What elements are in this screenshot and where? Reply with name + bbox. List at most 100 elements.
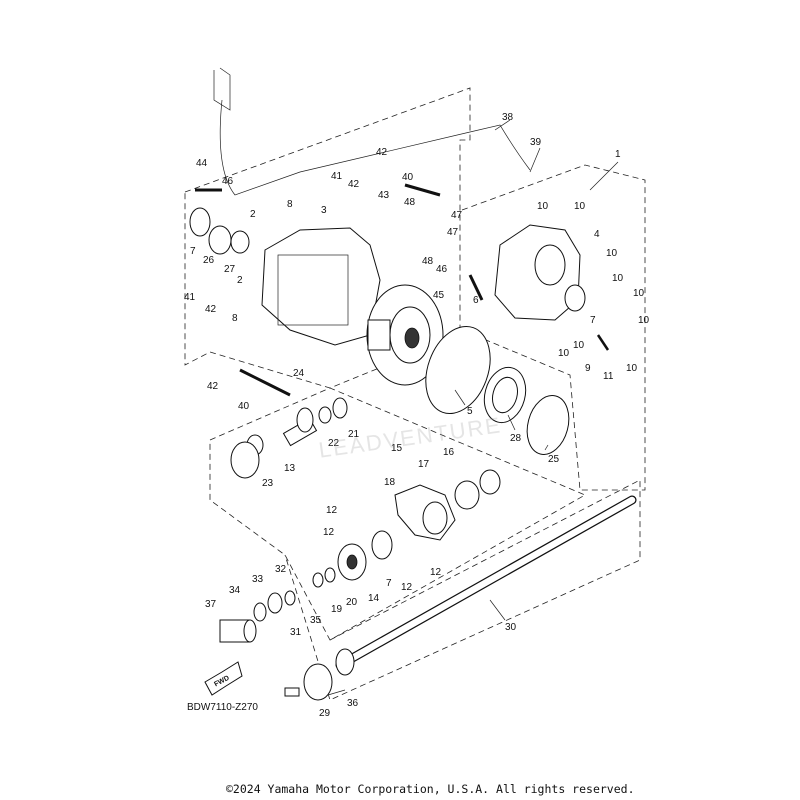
part-label: 12 bbox=[323, 527, 335, 538]
part-label: 10 bbox=[573, 340, 585, 351]
part-label: 7 bbox=[386, 578, 392, 589]
part-label: 42 bbox=[207, 381, 219, 392]
part-label: 8 bbox=[232, 313, 238, 324]
part-label: 4 bbox=[594, 229, 600, 240]
part-labels: 1 2 2 3 4 5 6 7 7 7 8 8 9 10 10 10 10 10… bbox=[184, 112, 650, 719]
part-label: 2 bbox=[237, 275, 243, 286]
part-label: 46 bbox=[222, 176, 234, 187]
part-label: 12 bbox=[430, 567, 442, 578]
part-label: 10 bbox=[633, 288, 645, 299]
seal-27 bbox=[230, 230, 250, 254]
part-label: 20 bbox=[346, 597, 358, 608]
part-label: 45 bbox=[433, 290, 445, 301]
part-label: 18 bbox=[384, 477, 396, 488]
ring-23 bbox=[230, 441, 260, 479]
part-label: 36 bbox=[347, 698, 359, 709]
part-label: 25 bbox=[548, 454, 560, 465]
coupling-37 bbox=[219, 619, 257, 643]
part-label: 23 bbox=[262, 478, 274, 489]
part-label: 47 bbox=[447, 227, 459, 238]
boot-36 bbox=[303, 663, 333, 701]
cover-bore bbox=[534, 244, 566, 286]
part-label: 7 bbox=[190, 246, 196, 257]
spring-33 bbox=[267, 592, 283, 614]
part-label: 31 bbox=[290, 627, 302, 638]
ring-25 bbox=[526, 395, 570, 455]
ring-19 bbox=[312, 572, 324, 588]
part-label: 13 bbox=[284, 463, 296, 474]
part-label: 12 bbox=[401, 582, 413, 593]
ring-22 bbox=[318, 406, 332, 424]
part-label: 12 bbox=[326, 505, 338, 516]
bushing-21 bbox=[332, 397, 348, 419]
ring-32 bbox=[284, 590, 296, 606]
part-label: 44 bbox=[196, 158, 208, 169]
part-label: 28 bbox=[510, 433, 522, 444]
part-label: 21 bbox=[348, 429, 360, 440]
ring-26 bbox=[208, 225, 232, 255]
coupling-14 bbox=[337, 543, 367, 581]
part-label: 46 bbox=[436, 264, 448, 275]
part-label: 40 bbox=[238, 401, 250, 412]
part-label: 1 bbox=[615, 149, 621, 160]
part-label: 16 bbox=[443, 447, 455, 458]
part-label: 10 bbox=[638, 315, 650, 326]
part-label: 10 bbox=[606, 248, 618, 259]
ring-gear bbox=[366, 284, 444, 386]
part-label: 42 bbox=[348, 179, 360, 190]
part-label: 9 bbox=[585, 363, 591, 374]
part-label: 38 bbox=[502, 112, 514, 123]
part-label: 48 bbox=[422, 256, 434, 267]
part-label: 39 bbox=[530, 137, 542, 148]
part-label: 22 bbox=[328, 438, 340, 449]
part-label: 30 bbox=[505, 622, 517, 633]
part-label: 5 bbox=[467, 406, 473, 417]
part-label: 8 bbox=[287, 199, 293, 210]
part-label: 11 bbox=[603, 371, 614, 382]
part-label: 10 bbox=[626, 363, 638, 374]
part-label: 26 bbox=[203, 255, 215, 266]
part-label: 17 bbox=[418, 459, 430, 470]
part-label: 19 bbox=[331, 604, 343, 615]
fwd-arrow-icon: FWD bbox=[204, 661, 243, 696]
bearing-28 bbox=[483, 366, 527, 424]
part-label: 41 bbox=[331, 171, 343, 182]
seal-16 bbox=[479, 469, 501, 495]
part-label: 32 bbox=[275, 564, 287, 575]
bearing-17 bbox=[454, 480, 480, 510]
part-label: 14 bbox=[368, 593, 380, 604]
part-label: 10 bbox=[537, 201, 549, 212]
part-label: 37 bbox=[205, 599, 217, 610]
housing-inner bbox=[277, 254, 349, 326]
seal-7-lower bbox=[371, 530, 393, 560]
gear-housing bbox=[261, 227, 381, 346]
drawing-id: BDW7110-Z270 bbox=[187, 702, 258, 713]
hose-line bbox=[213, 67, 531, 196]
copyright-notice: ©2024 Yamaha Motor Corporation, U.S.A. A… bbox=[226, 782, 635, 796]
part-label: 41 bbox=[184, 292, 196, 303]
part-label: 24 bbox=[293, 368, 305, 379]
part-label: 15 bbox=[391, 443, 403, 454]
group-boundary-cover bbox=[461, 164, 646, 491]
part-label: 47 bbox=[451, 210, 463, 221]
part-label: 10 bbox=[612, 273, 624, 284]
part-label: 27 bbox=[224, 264, 236, 275]
part-label: 40 bbox=[402, 172, 414, 183]
part-label: 2 bbox=[250, 209, 256, 220]
part-label: 43 bbox=[378, 190, 390, 201]
part-label: 6 bbox=[473, 295, 479, 306]
part-label: 48 bbox=[404, 197, 416, 208]
pin-29 bbox=[284, 687, 300, 697]
part-label: 42 bbox=[205, 304, 217, 315]
drive-shaft-30 bbox=[335, 495, 637, 676]
pinion-gear bbox=[282, 407, 318, 447]
part-label: 10 bbox=[574, 201, 586, 212]
part-label: 42 bbox=[376, 147, 388, 158]
part-label: 34 bbox=[229, 585, 241, 596]
housing-bore bbox=[422, 501, 448, 535]
seal-7-left bbox=[189, 207, 211, 237]
leader-lines bbox=[327, 119, 619, 696]
part-label: 7 bbox=[590, 315, 596, 326]
